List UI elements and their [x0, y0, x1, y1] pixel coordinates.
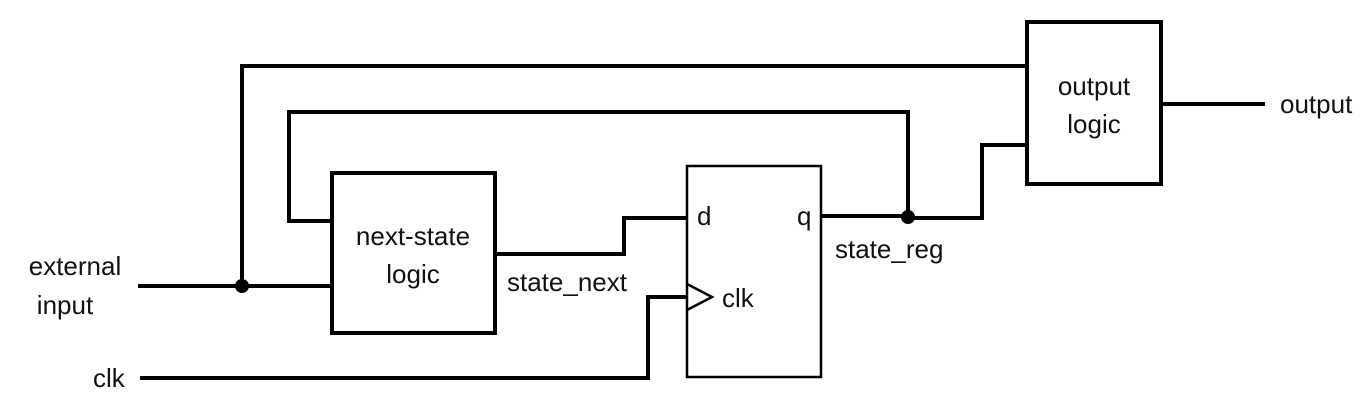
next-state-logic-block — [330, 171, 497, 335]
state-reg-feedback-wire — [287, 110, 910, 223]
state-next-wire — [495, 216, 687, 256]
d-pin-label: d — [697, 201, 711, 231]
state-reg-junction — [901, 210, 915, 224]
next-state-logic-label-line1: next-state — [356, 221, 470, 251]
output-logic-label-line1: output — [1058, 71, 1131, 101]
external-input-to-output-wire — [240, 64, 1027, 286]
state-reg-to-output-wire — [908, 143, 1027, 220]
clk-pin-label: clk — [722, 283, 755, 313]
external-input-label-line1: external — [29, 251, 122, 281]
output-logic-block — [1025, 20, 1163, 186]
state-reg-label: state_reg — [835, 234, 943, 264]
clk-wire — [140, 295, 687, 380]
clock-triangle-icon — [686, 282, 715, 312]
external-input-label-line2: input — [37, 290, 94, 320]
external-input-junction — [235, 279, 249, 293]
state-next-label: state_next — [507, 267, 628, 297]
next-state-logic-label-line2: logic — [386, 259, 439, 289]
output-logic-label-line2: logic — [1067, 109, 1120, 139]
clk-signal-label: clk — [93, 363, 126, 393]
state-register-block — [685, 164, 823, 379]
q-pin-label: q — [797, 201, 811, 231]
output-signal-label: output — [1280, 89, 1353, 119]
